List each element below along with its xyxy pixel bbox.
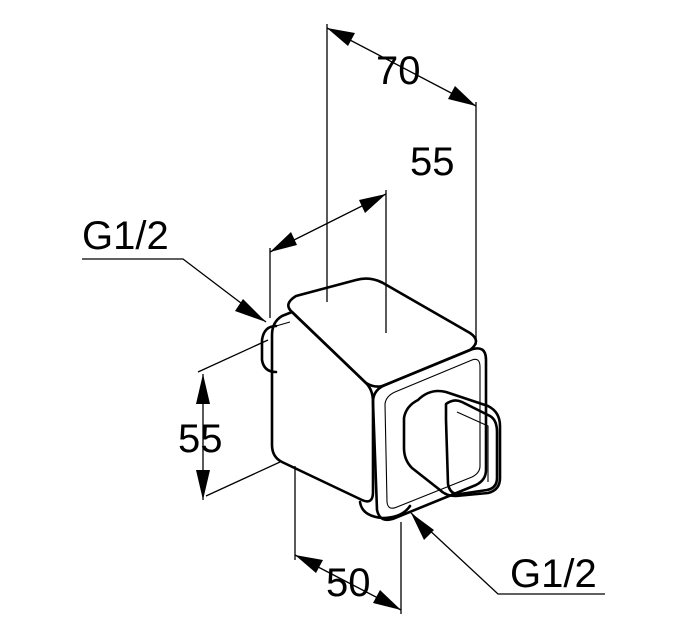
bottom-inlet-stub bbox=[358, 500, 412, 520]
body-right-face bbox=[371, 347, 488, 522]
thread-side-label: G1/2 bbox=[82, 214, 169, 258]
dimension-lines bbox=[196, 27, 477, 611]
bottom-inlet-outline bbox=[358, 500, 412, 520]
side-inlet-outline bbox=[260, 324, 278, 374]
dim-55-top-label: 55 bbox=[410, 140, 455, 184]
side-inlet-edge bbox=[275, 321, 291, 327]
hose-outlet bbox=[402, 389, 502, 498]
dim-70-line bbox=[326, 27, 477, 107]
leader-bottom-inlet bbox=[410, 512, 605, 595]
dim-55-top-arrow-right bbox=[359, 194, 386, 213]
side-inlet-stub bbox=[260, 321, 291, 374]
outlet-front-face bbox=[444, 399, 499, 496]
dim-55-left-arrow-bottom bbox=[196, 470, 210, 500]
dim-55-top-arrow-left bbox=[270, 232, 297, 252]
dim-70-label: 70 bbox=[376, 49, 421, 93]
leader-side-inlet-arrow bbox=[235, 299, 266, 322]
dim-50-arrow-right bbox=[373, 590, 401, 610]
thread-bottom-label: G1/2 bbox=[510, 552, 597, 596]
body-front-face bbox=[270, 310, 375, 503]
ext-55-left-bottom bbox=[205, 461, 281, 497]
leader-side-inlet bbox=[82, 258, 267, 323]
leader-bottom-inlet-arrow bbox=[411, 513, 434, 540]
dim-50-label: 50 bbox=[326, 561, 371, 605]
body-top-face bbox=[287, 277, 478, 388]
outlet-side bbox=[402, 389, 502, 498]
dim-70-arrow-right bbox=[448, 86, 476, 106]
outlet-inner-line bbox=[456, 411, 489, 482]
dim-50-arrow-left bbox=[295, 555, 323, 573]
dim-55-left-label: 55 bbox=[178, 417, 223, 461]
dim-70-arrow-left bbox=[327, 28, 355, 46]
body-right-bevel bbox=[384, 358, 481, 509]
leader-lines bbox=[82, 258, 605, 595]
wall-connector-body bbox=[270, 277, 488, 522]
dim-55-left-arrow-top bbox=[196, 374, 210, 404]
extension-lines bbox=[197, 24, 477, 614]
ext-55-left-top bbox=[197, 339, 269, 373]
